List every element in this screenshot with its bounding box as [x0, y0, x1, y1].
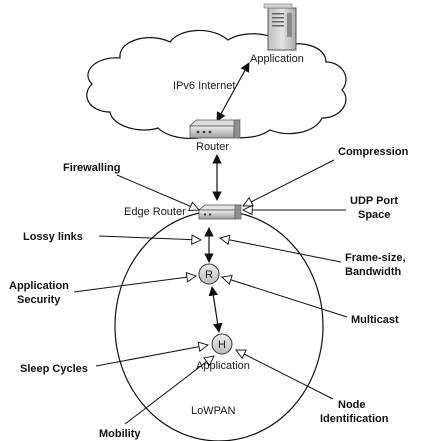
router-icon [189, 119, 241, 139]
app-security-arrow [73, 276, 196, 293]
server-icon [263, 3, 297, 51]
link-r-h [208, 286, 223, 333]
internet-cloud [86, 29, 347, 139]
firewalling-label: Firewalling [63, 162, 120, 174]
ipv6-internet-label: IPv6 Internet [173, 80, 235, 92]
edge-router-icon [197, 204, 243, 220]
frame-size-arrow [220, 238, 342, 263]
host-application-label: Application [196, 360, 250, 372]
compression-arrow [243, 159, 335, 206]
router-label: Router [196, 141, 229, 153]
lossy-links-arrow [98, 236, 201, 240]
router-node-r-letter: R [205, 269, 213, 281]
udp-port-label-line1: UDP Port [350, 195, 398, 207]
multicast-arrow [222, 277, 348, 318]
server-application-label: Application [250, 53, 304, 65]
compression-label: Compression [338, 146, 409, 158]
app-security-label-line1: Application [9, 280, 69, 292]
host-node-h [211, 333, 233, 355]
mobility-arrow [124, 356, 214, 425]
node-identification-label-line1: Node [338, 399, 366, 411]
frame-size-label-line1: Frame-size, [345, 252, 406, 264]
mobility-label: Mobility [99, 428, 141, 440]
node-identification-label-line2: Identification [320, 413, 389, 425]
multicast-label: Multicast [351, 314, 399, 326]
lowpan-label: LoWPAN [191, 405, 235, 417]
host-node-h-letter: H [218, 339, 226, 351]
lossy-links-label: Lossy links [23, 231, 83, 243]
edge-router-label: Edge Router [124, 206, 186, 218]
app-security-label-line2: Security [17, 294, 61, 306]
udp-port-label-line2: Space [358, 209, 390, 221]
sleep-cycles-arrow [95, 345, 208, 367]
router-node-r [198, 263, 220, 285]
sleep-cycles-label: Sleep Cycles [20, 363, 88, 375]
node-id-arrow [236, 350, 334, 400]
link-server-router [216, 62, 250, 122]
frame-size-label-line2: Bandwidth [345, 266, 401, 278]
firewalling-arrow [116, 174, 199, 210]
